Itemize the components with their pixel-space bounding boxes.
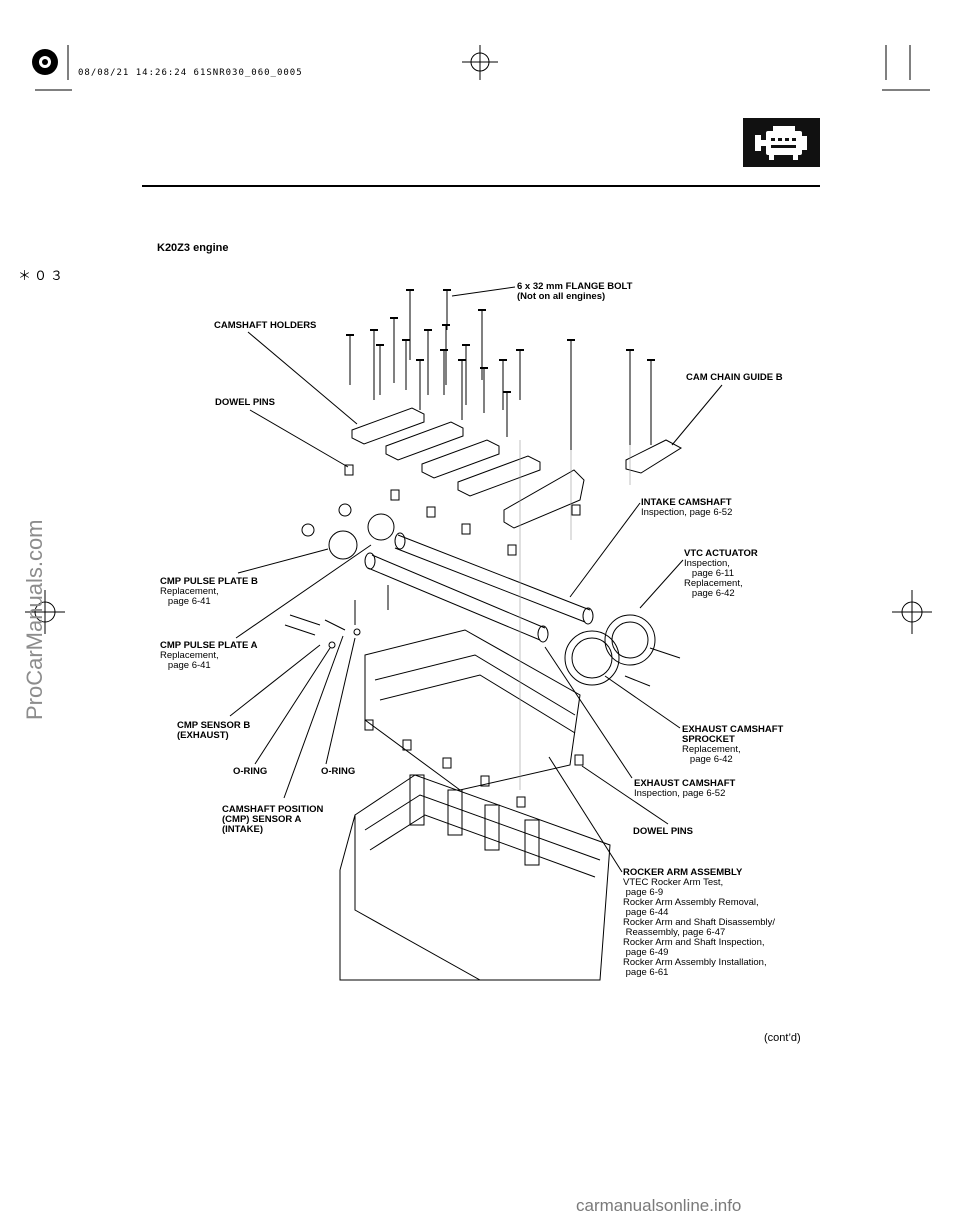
o-ring xyxy=(328,641,336,649)
o-ring xyxy=(353,628,361,636)
dowel-pins-bottom xyxy=(364,719,584,808)
camshaft-holders xyxy=(351,407,585,529)
dowel-pins-top xyxy=(344,464,581,556)
page-title: K20Z3 engine xyxy=(157,242,229,254)
cylinder-head xyxy=(339,774,611,981)
cmp-pulse-plate-a xyxy=(367,513,395,541)
print-stamp: 08/08/21 14:26:24 61SNR030_060_0005 xyxy=(78,68,303,78)
engine-icon xyxy=(755,126,807,160)
cam-chain-guide-b xyxy=(625,439,682,474)
camshaft-holder-bolts xyxy=(346,289,655,450)
rocker-arm-assembly xyxy=(364,629,581,791)
label-dowel-pins-bottom: DOWEL PINS xyxy=(633,826,693,837)
cmp-sensors xyxy=(284,614,346,636)
site-watermark: carmanualsonline.info xyxy=(576,1196,742,1215)
label-camshaft-holders: CAMSHAFT HOLDERS xyxy=(214,320,317,331)
intake-camshaft xyxy=(394,532,594,625)
label-o-ring-1: O-RING xyxy=(233,766,268,777)
label-cmp-sensor-b: CMP SENSOR B (EXHAUST) xyxy=(177,720,251,741)
cmp-pulse-plate-b xyxy=(328,530,358,560)
engine-section-badge xyxy=(743,118,820,167)
margin-mark: ＊０３ xyxy=(18,268,67,283)
header-rule xyxy=(142,185,820,187)
leader-lines xyxy=(229,286,723,873)
label-cmp-sensor-a: CAMSHAFT POSITION (CMP) SENSOR A (INTAKE… xyxy=(222,804,324,835)
continued-note: (cont’d) xyxy=(764,1032,801,1044)
label-o-ring-2: O-RING xyxy=(321,766,356,777)
exhaust-camshaft xyxy=(364,552,549,643)
label-cam-chain-guide-b: CAM CHAIN GUIDE B xyxy=(686,372,783,383)
vtc-actuator xyxy=(604,614,656,666)
label-dowel-pins-top: DOWEL PINS xyxy=(215,397,275,408)
label-flange-bolt: 6 x 32 mm FLANGE BOLT (Not on all engine… xyxy=(517,281,633,302)
exhaust-camshaft-sprocket xyxy=(564,630,620,686)
